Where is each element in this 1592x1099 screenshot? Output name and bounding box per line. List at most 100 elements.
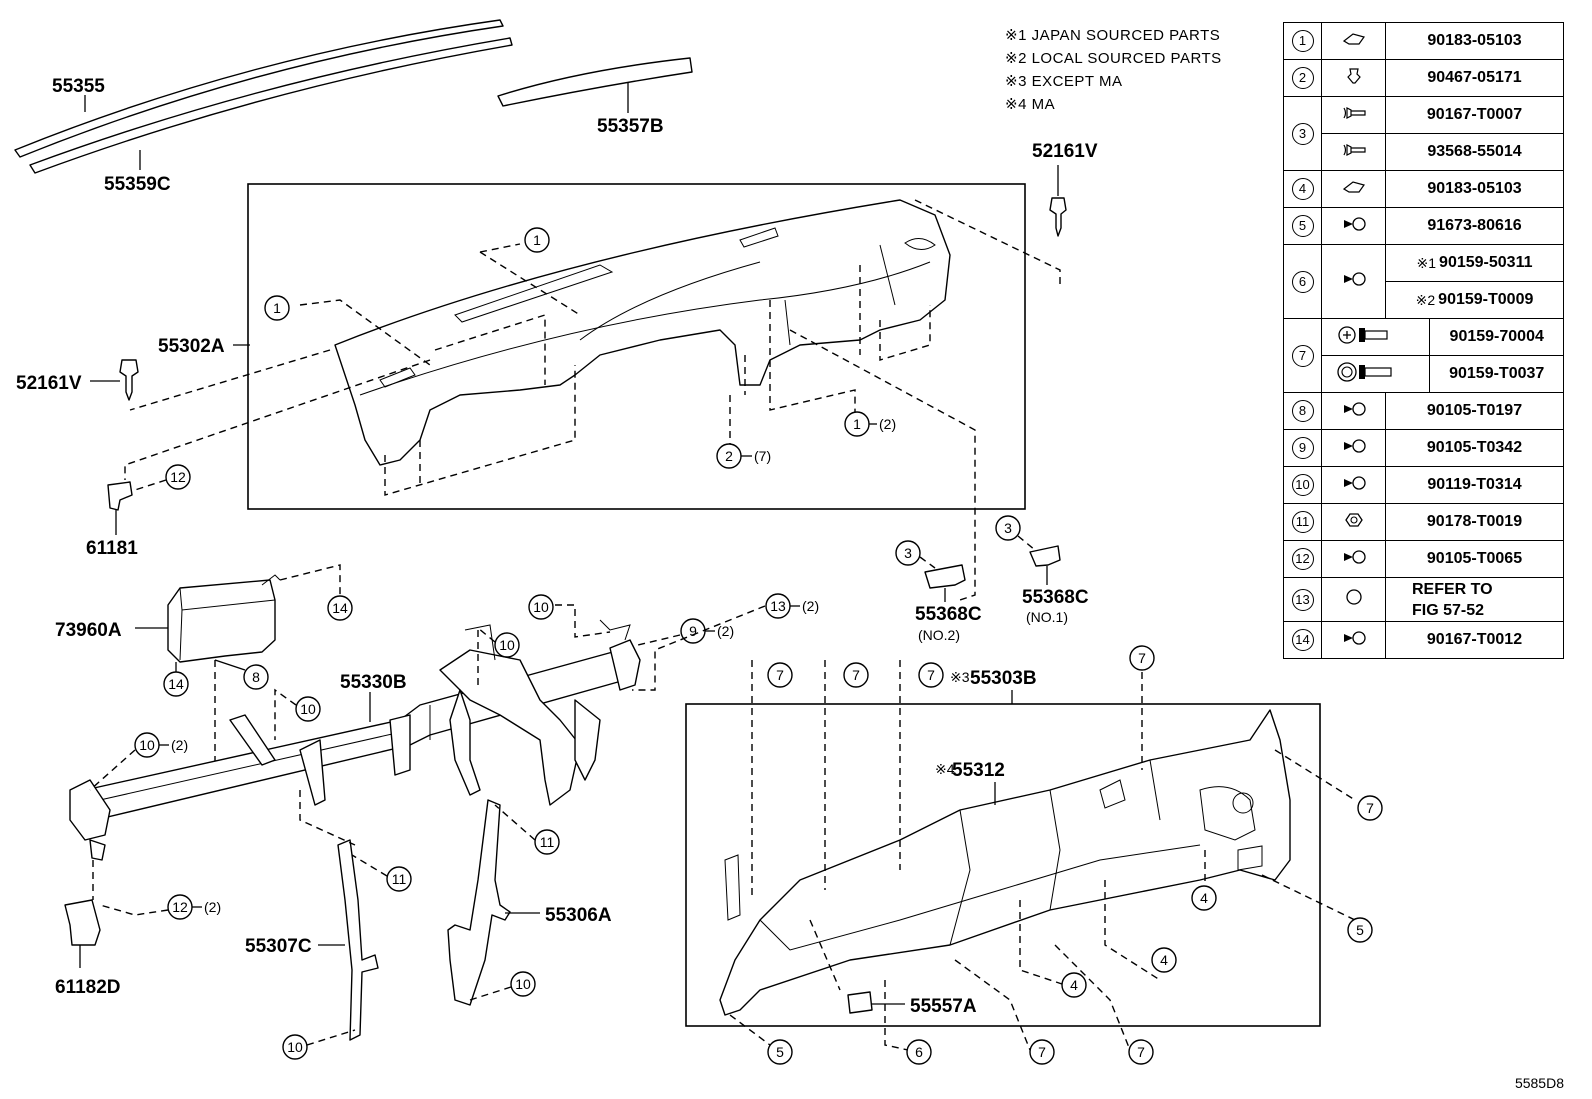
callout-7g: 7 (1038, 1044, 1046, 1060)
callout-7b: 7 (852, 667, 860, 683)
part-label-55312-mark: ※4 (935, 761, 955, 777)
brace-55306A (447, 799, 511, 1006)
callout-7c: 7 (927, 667, 935, 683)
part-number: 91673-80616 (1385, 207, 1564, 245)
callout-2-qty: (7) (754, 448, 771, 464)
clip-55368C-no2 (924, 564, 966, 589)
row-number: 3 (1291, 122, 1314, 145)
callout-7a: 7 (776, 667, 784, 683)
callout-7e: 7 (1366, 800, 1374, 816)
flange-bolt-icon (1343, 549, 1366, 564)
callout-12b: 12 (172, 899, 188, 915)
table-row: 1 90183-05103 (1283, 22, 1564, 60)
part-label-55355: 55355 (52, 76, 105, 97)
instrument-panel-upper (334, 199, 951, 466)
table-row: 10 90119-T0314 (1283, 466, 1564, 504)
part-label-55303B: 55303B (970, 668, 1037, 689)
callout-10d-qty: (2) (171, 737, 188, 753)
part-number: 90159-50311 (1439, 254, 1533, 271)
callout-1c-qty: (2) (879, 416, 896, 432)
callout-12a: 12 (170, 469, 186, 485)
screw-grommet-icon (1342, 143, 1366, 156)
row-number: 14 (1291, 629, 1314, 651)
bracket-61182D (64, 899, 101, 946)
table-row: 93568-55014 (1284, 133, 1564, 171)
flange-bolt-icon (1343, 630, 1366, 645)
washer-screw-icon (1337, 361, 1392, 382)
lower-guides (729, 660, 1356, 1051)
flange-bolt-icon (1343, 272, 1366, 286)
grommet-icon (1345, 589, 1362, 605)
callout-4a: 4 (1200, 890, 1208, 906)
upper-guides (124, 199, 1061, 601)
bracket-61181 (107, 481, 133, 511)
callout-4b: 4 (1160, 952, 1168, 968)
callout-14b: 14 (168, 676, 184, 692)
callout-9: 9 (689, 623, 697, 639)
part-label-73960A: 73960A (55, 620, 122, 641)
table-row: 11 90178-T0019 (1283, 503, 1564, 541)
table-row: 90159-T0037 (1284, 355, 1564, 393)
part-label-55359C: 55359C (104, 174, 171, 195)
note-3: ※3 EXCEPT MA (1005, 73, 1123, 90)
table-row: 4 90183-05103 (1283, 170, 1564, 208)
part-number: 90183-05103 (1385, 22, 1564, 60)
part-label-55302A: 55302A (158, 336, 225, 357)
part-label-55303B-mark: ※3 (950, 669, 970, 685)
part-reference-line1: REFER TO (1412, 580, 1493, 598)
note-4: ※4 MA (1005, 96, 1055, 113)
brace-55307C (337, 839, 379, 1041)
screw-grommet-icon (1342, 106, 1366, 119)
row-number: 6 (1291, 270, 1314, 293)
part-label-55368C-no1: 55368C (1022, 587, 1089, 608)
flange-bolt-icon (1343, 475, 1366, 490)
hex-nut-icon (1344, 512, 1363, 527)
callout-4c: 4 (1070, 977, 1078, 993)
table-row: 9 90105-T0342 (1283, 429, 1564, 467)
callout-6: 6 (915, 1044, 923, 1060)
part-number: 90105-T0342 (1385, 429, 1564, 467)
instrument-panel-lower (719, 709, 1291, 1016)
callout-10c: 10 (300, 701, 316, 717)
part-number: 90105-T0065 (1385, 540, 1564, 578)
part-reference-line2: FIG 57-52 (1412, 601, 1485, 619)
part-label-61182D: 61182D (55, 977, 121, 998)
callout-13: 13 (770, 598, 786, 614)
source-mark: ※1 (1416, 254, 1437, 271)
callout-7d: 7 (1138, 650, 1146, 666)
airbag-73960A (167, 574, 281, 663)
callout-3a: 3 (904, 545, 912, 561)
part-number: 90167-T0012 (1385, 621, 1564, 659)
clip-52161V-left (119, 359, 139, 401)
push-clip-icon (1346, 67, 1361, 84)
row-number: 12 (1291, 548, 1314, 570)
part-number: 90119-T0314 (1385, 466, 1564, 504)
row-number: 10 (1291, 474, 1314, 496)
callout-12b-qty: (2) (204, 899, 221, 915)
callout-3b: 3 (1004, 520, 1012, 536)
callout-10d: 10 (139, 737, 155, 753)
part-label-55307C: 55307C (245, 936, 312, 957)
table-row: 12 90105-T0065 (1283, 540, 1564, 578)
flange-bolt-icon (1343, 216, 1366, 231)
part-number: 90167-T0007 (1385, 96, 1564, 134)
callout-7f: 7 (1137, 1044, 1145, 1060)
callout-13-qty: (2) (802, 598, 819, 614)
table-row: 8 90105-T0197 (1283, 392, 1564, 430)
washer-screw-icon (1338, 325, 1388, 344)
part-number: 90159-T0037 (1429, 355, 1564, 393)
callout-5a: 5 (1356, 922, 1364, 938)
callout-8: 8 (252, 669, 260, 685)
part-label-55368C-no2-sub: (NO.2) (918, 627, 960, 643)
row-number: 11 (1291, 511, 1314, 533)
flange-bolt-icon (1343, 401, 1366, 416)
fastener-parts-table: 1 90183-05103 2 90467-05171 3 90167-T000… (1283, 22, 1564, 659)
part-label-61181: 61181 (86, 538, 138, 559)
callout-group-tube: 10 10 9 (2) 13 (2) 10 10 (2) (89, 593, 819, 900)
part-label-55330B: 55330B (340, 672, 407, 693)
part-label-52161V-right: 52161V (1032, 141, 1098, 162)
row-number: 7 (1291, 344, 1314, 367)
part-number: 93568-55014 (1385, 133, 1564, 171)
row-number: 2 (1291, 67, 1314, 89)
